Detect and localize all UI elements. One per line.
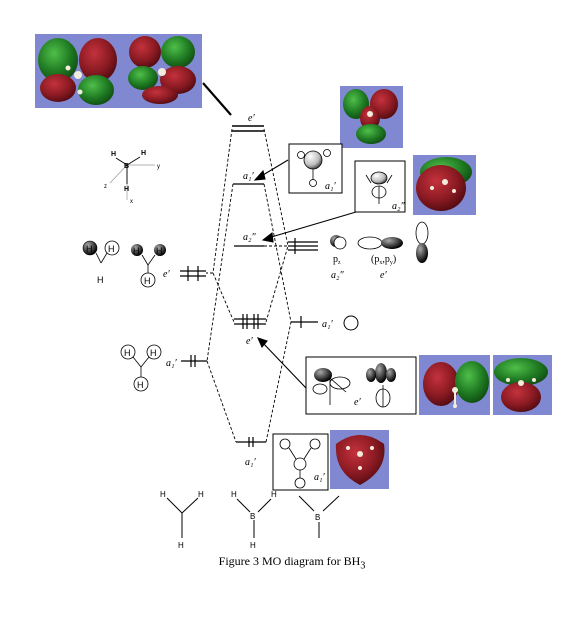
axes-h-2: H	[141, 150, 146, 157]
electron-ticks-center	[242, 314, 259, 447]
label-inset-e: e′	[354, 397, 361, 408]
struct2-b: B	[250, 512, 255, 521]
figure-caption: Figure 3 MO diagram for BH3	[0, 554, 584, 571]
axes-z: z	[104, 184, 107, 190]
ligand-sketch-e-1	[82, 240, 120, 264]
ligand-h-1: H	[86, 244, 93, 254]
py-orbital-icon	[415, 221, 429, 263]
ligand-h-9: H	[137, 380, 144, 390]
label-ligand-a1: a₁′	[166, 358, 177, 369]
inset-box-a2	[354, 160, 406, 213]
inset-box-a1-bottom	[272, 433, 329, 491]
ligand-a1-level	[181, 355, 207, 367]
ligand-h-4: H	[133, 246, 140, 256]
s-orbital-icon	[343, 315, 359, 331]
axes-y: y	[157, 164, 160, 170]
pointer-line-e-top	[202, 82, 232, 116]
label-a1-upper: a₁′	[243, 171, 254, 182]
ligand-h-6: H	[144, 276, 151, 286]
label-pz-sym: a₂″	[331, 270, 344, 281]
correlation-lines	[206, 128, 292, 443]
boron-s-level	[291, 316, 318, 328]
ligand-sketch-a1	[120, 344, 162, 392]
ligand-sketch-e-2	[131, 244, 166, 288]
label-inset-a1-bottom: a₁′	[314, 472, 325, 483]
structure-bh3	[236, 498, 272, 538]
label-boron-s: a₁′	[322, 319, 333, 330]
axes-b: B	[124, 163, 129, 170]
mo-levels	[232, 125, 266, 443]
label-inset-a2: a₂″	[392, 201, 405, 212]
ligand-h-7: H	[124, 348, 131, 358]
label-pxpy-sym: e′	[380, 270, 387, 281]
mo-image-e-mid-right	[493, 355, 552, 415]
axes-sketch	[109, 156, 155, 200]
boron-p-level	[288, 238, 318, 254]
ligand-h-3: H	[97, 275, 104, 285]
px-orbital-icon	[357, 236, 403, 250]
mo-image-e-top	[35, 34, 202, 108]
inset-box-a1-top	[288, 143, 343, 194]
struct3-b: B	[315, 513, 320, 522]
caption-subscript: 3	[360, 560, 366, 572]
struct2-h-2: H	[271, 490, 277, 499]
pz-orbital-icon	[330, 235, 347, 250]
ligand-h-5: H	[156, 246, 163, 256]
mo-image-a1-bottom	[330, 430, 389, 489]
label-pxpy: (px,py)	[371, 254, 396, 266]
ligand-h-8: H	[150, 348, 157, 358]
label-ligand-e: e′	[163, 269, 170, 280]
axes-h-3: H	[124, 186, 129, 193]
struct1-h-2: H	[198, 490, 204, 499]
mo-image-a2-large	[413, 155, 476, 215]
ligand-h-2: H	[108, 244, 115, 254]
label-e-top: e′	[248, 113, 255, 124]
structure-h3-triangle	[166, 497, 199, 538]
mo-image-a2-small	[340, 86, 403, 148]
struct1-h-3: H	[178, 541, 184, 550]
ligand-e-level	[180, 266, 206, 281]
axes-h-1: H	[111, 151, 116, 158]
structure-b-bonds	[298, 495, 340, 538]
struct2-h-3: H	[250, 541, 256, 550]
label-pz: pz	[333, 254, 341, 266]
label-e-mid: e′	[246, 336, 253, 347]
label-inset-a1-top: a₁′	[325, 181, 336, 192]
caption-text: Figure 3 MO diagram for BH	[218, 554, 361, 568]
arrows	[253, 159, 357, 389]
mo-image-e-mid-left	[419, 355, 490, 415]
label-a1-bottom: a₁′	[245, 457, 256, 468]
struct2-h-1: H	[231, 490, 237, 499]
inset-box-e	[305, 356, 417, 415]
axes-x: x	[130, 199, 133, 205]
label-a2: a₂″	[243, 232, 256, 243]
struct1-h-1: H	[160, 490, 166, 499]
